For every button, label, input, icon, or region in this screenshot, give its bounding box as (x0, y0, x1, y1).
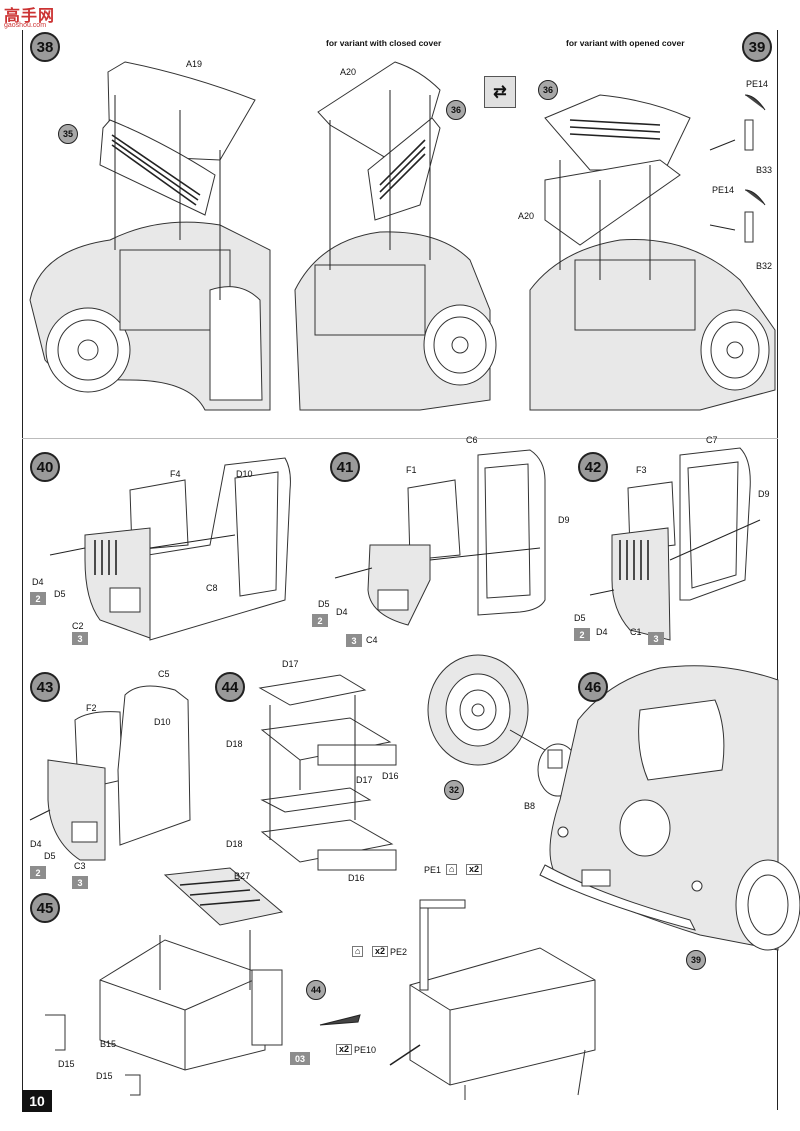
part-label: C6 (466, 435, 478, 445)
part-label: B32 (756, 261, 773, 271)
step-40: 40 (30, 452, 60, 482)
step40-drawing (49, 457, 291, 641)
paint-badge: 3 (72, 876, 88, 889)
part-label: F2 (86, 703, 97, 713)
part-label: PE1 (424, 865, 442, 875)
part-label: D4 (32, 577, 44, 587)
etch-icon: ⌂ (446, 864, 458, 875)
watermark-site: gaoshou.com (4, 22, 47, 29)
closed-cover-note: for variant with closed cover (326, 38, 442, 48)
part-label: C8 (206, 583, 218, 593)
part-label: PE2 (390, 947, 408, 957)
part-label: B33 (756, 165, 773, 175)
step-41: 41 (330, 452, 360, 482)
quantity-label: x2 (466, 864, 483, 875)
spare-wheel-drawing (427, 654, 579, 797)
page-number: 10 (22, 1090, 52, 1112)
step38-drawing (29, 61, 271, 411)
part-label: B8 (524, 801, 536, 811)
part-label: PE10 (354, 1045, 377, 1055)
step-38: 38 (30, 32, 60, 62)
part-label: PE14 (746, 79, 769, 89)
opened-cover-note: for variant with opened cover (566, 38, 685, 48)
left-border (22, 30, 23, 1110)
part-label: F3 (636, 465, 647, 475)
part-label: D9 (558, 515, 570, 525)
step-45: 45 (30, 893, 60, 923)
part-label: D18 (226, 739, 243, 749)
watermark-logo: 高手网 gaoshou.com (4, 2, 68, 32)
part-label: D4 (596, 627, 608, 637)
part-label: D9 (758, 489, 770, 499)
ref-circle-36: 36 (446, 100, 466, 120)
paint-badge: 2 (30, 592, 46, 605)
paint-badge: 2 (312, 614, 328, 627)
part-label: D15 (58, 1059, 75, 1069)
section-divider (22, 438, 778, 439)
part-label: C2 (72, 621, 84, 631)
swap-arrows-icon: ⇄ (484, 76, 516, 108)
step42-drawing (589, 447, 761, 641)
part-label: B27 (234, 871, 251, 881)
part-label: D18 (226, 839, 243, 849)
watermark-text: 高手网 (4, 8, 56, 25)
part-label: A19 (186, 59, 203, 69)
etch-icon: ⌂ (352, 946, 364, 957)
part-label: A20 (340, 67, 357, 77)
closed-cover-drawing (294, 61, 497, 411)
part-label: C7 (706, 435, 718, 445)
step43-drawing (29, 685, 191, 861)
ref-circle-36: 36 (538, 80, 558, 100)
part-label: D17 (282, 659, 299, 669)
part-label: D15 (96, 1071, 113, 1081)
opened-cover-drawing (529, 94, 776, 411)
paint-badge: 3 (72, 632, 88, 645)
part-label: A20 (518, 211, 535, 221)
part-label: D16 (348, 873, 365, 883)
step-39: 39 (742, 32, 772, 62)
part-label: C4 (366, 635, 378, 645)
part-label: D4 (30, 839, 42, 849)
ref-circle-39: 39 (686, 950, 706, 970)
paint-badge: 2 (574, 628, 590, 641)
paint-badge: 03 (290, 1052, 310, 1065)
ref-circle-32: 32 (444, 780, 464, 800)
quantity-label: x2 (372, 946, 389, 957)
step45-drawing (45, 867, 596, 1100)
part-label: D10 (236, 469, 253, 479)
step41-drawing (334, 449, 546, 626)
step-43: 43 (30, 672, 60, 702)
step-46: 46 (578, 672, 608, 702)
part-label: F1 (406, 465, 417, 475)
part-label: D16 (382, 771, 399, 781)
part-label: D5 (318, 599, 330, 609)
part-label: C5 (158, 669, 170, 679)
step-42: 42 (578, 452, 608, 482)
step-44: 44 (215, 672, 245, 702)
part-label: F4 (170, 469, 181, 479)
part-label: PE14 (712, 185, 735, 195)
step44-drawing (258, 674, 397, 871)
part-label: D10 (154, 717, 171, 727)
right-border (777, 30, 778, 1110)
paint-badge: 3 (648, 632, 664, 645)
part-label: D17 (356, 775, 373, 785)
part-label: D5 (44, 851, 56, 861)
paint-badge: 2 (30, 866, 46, 879)
part-label: D5 (574, 613, 586, 623)
ref-circle-44: 44 (306, 980, 326, 1000)
part-label: B15 (100, 1039, 117, 1049)
part-label: C3 (74, 861, 86, 871)
part-label: D4 (336, 607, 348, 617)
part-label: D5 (54, 589, 66, 599)
part-label: C1 (630, 627, 642, 637)
quantity-label: x2 (336, 1044, 353, 1055)
paint-badge: 3 (346, 634, 362, 647)
step46-drawing (539, 665, 800, 951)
ref-circle-35: 35 (58, 124, 78, 144)
